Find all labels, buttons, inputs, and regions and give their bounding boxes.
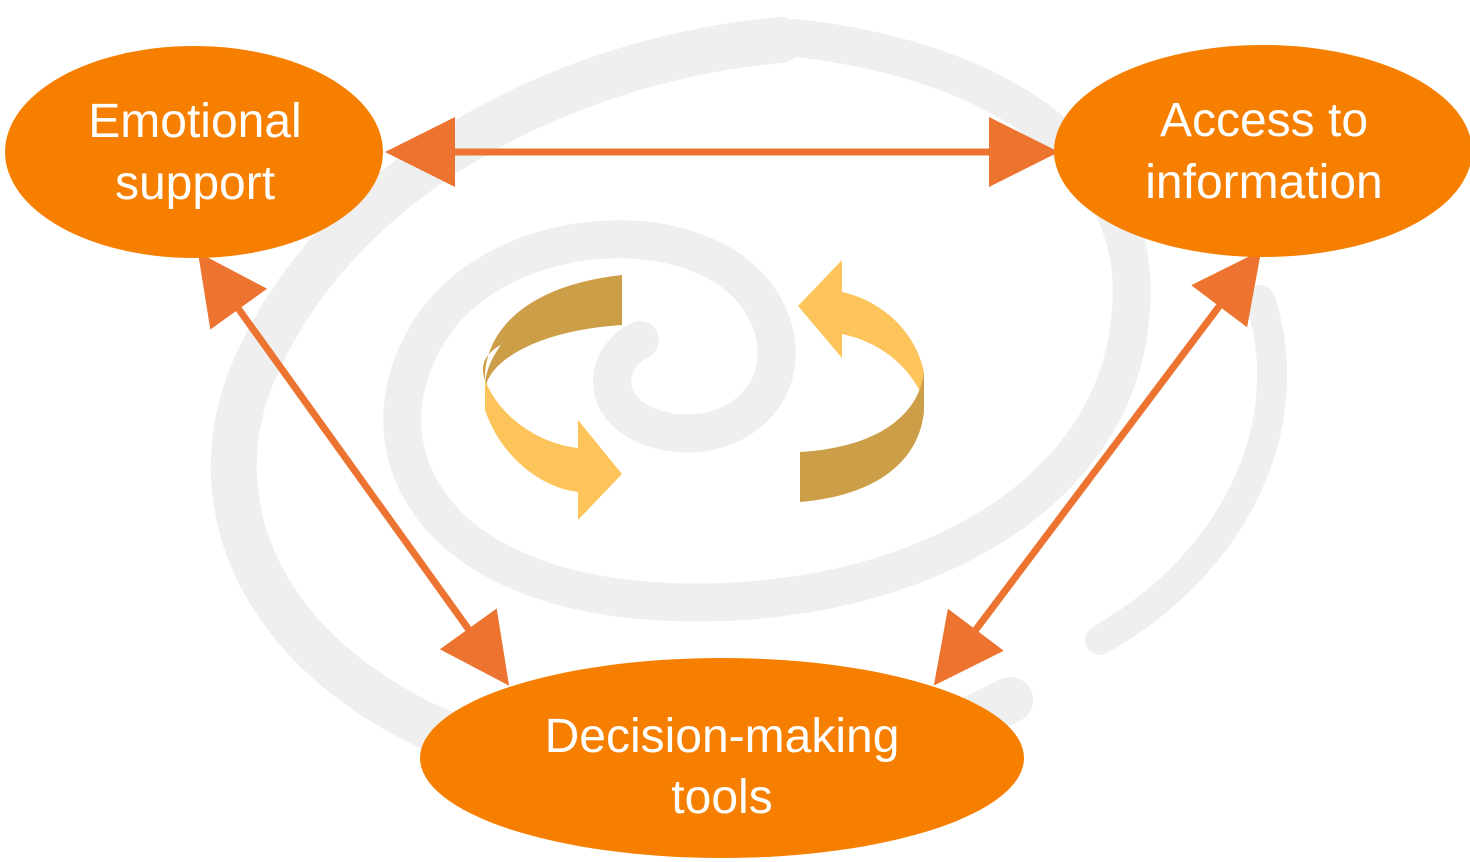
node-decision-making-tools: Decision-making tools — [420, 658, 1024, 858]
node-emotional-line1: Emotional — [88, 95, 301, 148]
connector-emotional-decision — [197, 252, 510, 686]
node-decision-line2: tools — [671, 771, 772, 824]
node-emotional-support: Emotional support — [5, 46, 383, 258]
node-decision-line1: Decision-making — [545, 710, 900, 763]
node-access-line2: information — [1145, 156, 1382, 209]
cycle-arrows-icon — [482, 260, 924, 520]
connector-access-decision — [933, 250, 1262, 686]
node-access-line1: Access to — [1160, 94, 1368, 147]
node-access-to-information: Access to information — [1054, 45, 1470, 257]
node-emotional-line2: support — [115, 157, 275, 210]
